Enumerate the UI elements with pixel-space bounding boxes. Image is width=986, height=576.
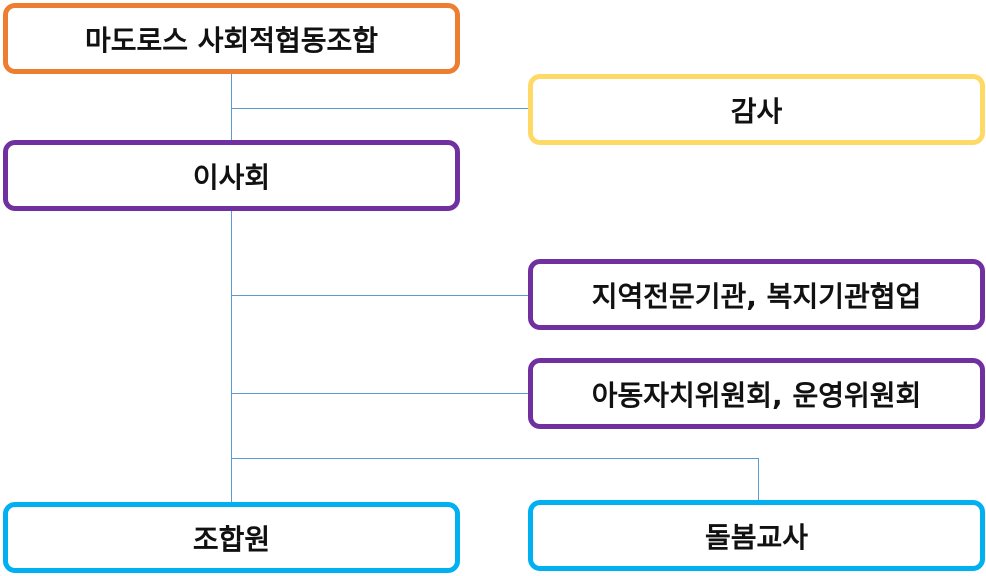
node-audit-label: 감사 — [730, 94, 783, 128]
connector-experts — [231, 295, 529, 296]
node-members-label: 조합원 — [192, 522, 271, 556]
node-teachers: 돌봄교사 — [528, 500, 985, 571]
node-experts-label: 지역전문기관, 복지기관협업 — [591, 279, 922, 313]
node-board: 이사회 — [3, 140, 460, 211]
connector-main-trunk — [231, 72, 232, 504]
node-coop-label: 마도로스 사회적협동조합 — [84, 23, 379, 57]
node-committee-label: 아동자치위원회, 운영위원회 — [591, 378, 922, 412]
node-coop: 마도로스 사회적협동조합 — [3, 3, 460, 74]
node-committee: 아동자치위원회, 운영위원회 — [528, 358, 985, 429]
node-members: 조합원 — [3, 502, 460, 573]
node-audit: 감사 — [528, 74, 985, 145]
connector-committee — [231, 393, 529, 394]
connector-teachers-horizontal — [231, 458, 759, 459]
node-teachers-label: 돌봄교사 — [704, 520, 809, 554]
connector-teachers-vertical — [758, 458, 759, 502]
connector-audit — [231, 108, 529, 109]
node-board-label: 이사회 — [192, 160, 271, 194]
node-experts: 지역전문기관, 복지기관협업 — [528, 259, 985, 330]
